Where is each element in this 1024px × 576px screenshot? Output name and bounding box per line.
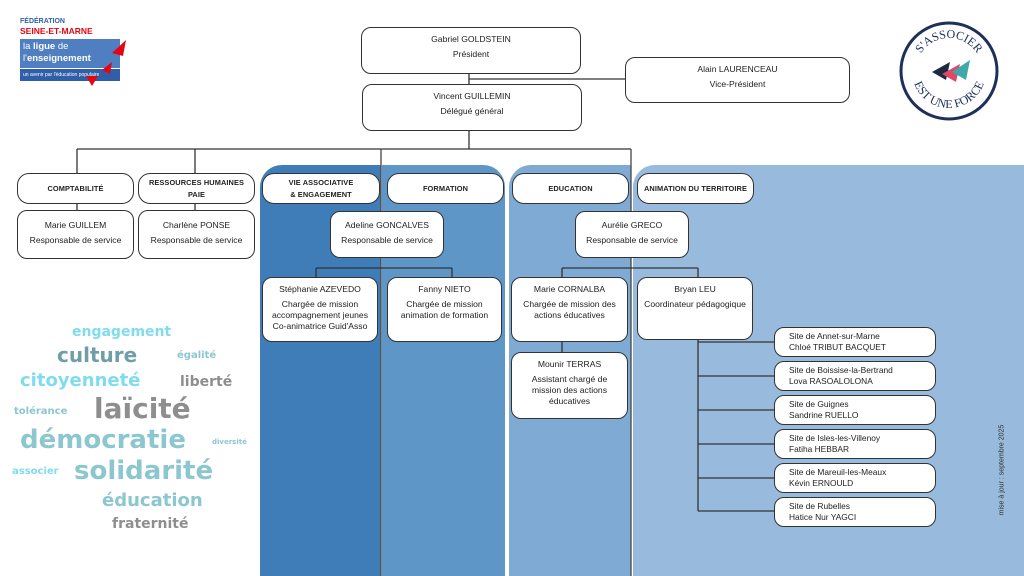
logo-department: SEINE-ET-MARNE: [20, 26, 93, 36]
logo-federation: FÉDÉRATION: [20, 18, 65, 25]
dept-animation-territoire[interactable]: ANIMATION DU TERRITOIRE: [637, 173, 754, 204]
word-laicite: laïcité: [94, 392, 191, 425]
values-word-cloud: engagement culture égalité citoyenneté l…: [12, 324, 247, 532]
word-culture: culture: [57, 343, 137, 367]
seal-arrows-icon: [932, 60, 970, 82]
dept-vie-associative[interactable]: VIE ASSOCIATIVE& ENGAGEMENT: [262, 173, 380, 204]
word-associer: associer: [12, 466, 59, 477]
ligue-enseignement-logo: FÉDÉRATION SEINE-ET-MARNE la ligue de l'…: [20, 18, 126, 88]
word-liberte: liberté: [180, 374, 232, 390]
dept-comptabilite[interactable]: COMPTABILITÉ: [17, 173, 134, 204]
word-education: éducation: [102, 490, 203, 511]
word-fraternite: fraternité: [112, 516, 189, 532]
word-solidarite: solidarité: [74, 456, 213, 486]
word-engagement: engagement: [72, 324, 171, 340]
update-note: mise à jour : septembre 2025: [998, 424, 1006, 516]
logo-brand-block: la ligue de l'enseignement: [20, 39, 120, 68]
word-tolerance: tolérance: [14, 405, 68, 417]
dept-education[interactable]: EDUCATION: [512, 173, 629, 204]
word-diversite: diversité: [212, 438, 247, 446]
sassocier-seal: S'ASSOCIER EST UNE FORCE: [899, 21, 999, 121]
word-citoyennete: citoyenneté: [20, 370, 140, 391]
word-democratie: démocratie: [20, 425, 186, 455]
word-egalite: égalité: [177, 349, 216, 361]
dept-formation[interactable]: FORMATION: [387, 173, 504, 204]
logo-red-arrows-icon: [86, 40, 126, 86]
